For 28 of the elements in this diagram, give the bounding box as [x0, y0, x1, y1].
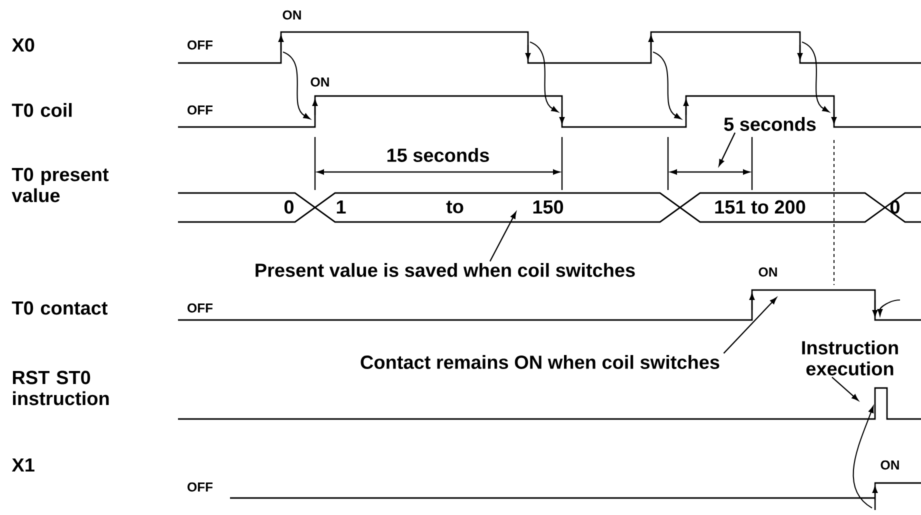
state-label: ON [282, 10, 301, 20]
signal-name: T0 present value [12, 168, 109, 202]
state-label: ON [758, 267, 777, 277]
callout-text: Present value is saved when coil switches [256, 263, 635, 277]
state-label: ON [310, 77, 329, 87]
value-label: 0 [284, 200, 294, 214]
leader-line [489, 212, 516, 262]
dimension-label: 15 seconds [387, 148, 489, 162]
value-label: 1 [336, 200, 346, 214]
value-label: to [446, 200, 464, 214]
signal-name: T0 contact [12, 301, 108, 315]
leader-line [723, 297, 777, 354]
value-label: 151 to 200 [715, 200, 806, 214]
callout-text: Contact remains ON when coil switches [360, 355, 720, 369]
callout-text: Instruction execution [802, 340, 898, 376]
signal-name: X1 [12, 458, 34, 472]
state-label: OFF [188, 303, 213, 313]
leader-line [718, 132, 736, 166]
signal-name: X0 [12, 38, 34, 52]
value-label: 150 [533, 200, 564, 214]
state-label: ON [880, 460, 899, 470]
state-label: OFF [188, 482, 213, 492]
state-label: OFF [188, 105, 213, 115]
callout-text: 5 seconds [724, 117, 816, 131]
signal-name: T0 coil [12, 103, 72, 117]
signal-name: RST ST0 instruction [12, 370, 109, 406]
state-label: OFF [188, 40, 213, 50]
leader-line [832, 376, 859, 401]
